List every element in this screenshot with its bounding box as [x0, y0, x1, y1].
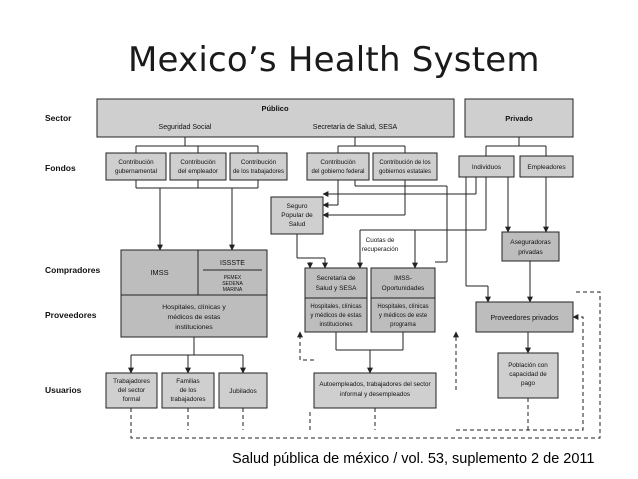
- issste-label: ISSSTE: [220, 260, 245, 267]
- contrib-trab-l1: Contribución: [241, 159, 277, 166]
- autoempleados-l2: informal y desempleados: [340, 391, 410, 398]
- source-caption: Salud pública de méxico / vol. 53, suple…: [232, 451, 595, 467]
- hosp-sec-l2: y médicos de estas: [310, 313, 361, 319]
- row-label-fondos: Fondos: [45, 163, 76, 173]
- hosp-op-l1: Hospitales, clínicas: [377, 304, 428, 310]
- contrib-trabajadores-box: Contribución de los trabajadores: [229, 152, 288, 181]
- empleadores-label: Empleadores: [527, 164, 566, 171]
- familias-l1: Familias: [176, 378, 199, 385]
- imss-op-l1: IMSS-: [394, 275, 412, 282]
- marina-label: MARINA: [223, 287, 243, 293]
- row-label-sector: Sector: [45, 113, 72, 123]
- empleadores-box: Empleadores: [519, 155, 574, 178]
- hospitales-seguridad-social-box: Hospitales, clínicas y médicos de estas …: [120, 294, 268, 338]
- aseguradoras-l1: Aseguradoras: [510, 239, 551, 246]
- seguridad-social-label: Seguridad Social: [159, 124, 212, 131]
- hosp-ss-l2: médicos de estas: [168, 314, 221, 321]
- hosp-sec-l1: Hospitales, clínicas: [310, 304, 361, 310]
- row-label-proveedores: Proveedores: [45, 310, 97, 320]
- seguro-popular-l3: Salud: [289, 221, 306, 228]
- poblacion-l2: capacidad de: [509, 371, 547, 378]
- familias-l2: de los: [180, 387, 197, 394]
- sedena-label: SEDENA: [222, 281, 243, 287]
- hosp-op-l3: programa: [390, 322, 416, 328]
- secretaria-sesa-l1: Secretaría de: [316, 275, 355, 282]
- aseguradoras-privadas-box: Aseguradoras privadas: [501, 231, 560, 262]
- poblacion-l1: Población con: [508, 362, 548, 369]
- jubilados-box: Jubilados: [218, 372, 268, 409]
- contrib-gub-l2: gubernamental: [115, 168, 157, 175]
- contrib-est-l2: gobiernos estatales: [379, 169, 431, 175]
- hosp-ss-l1: Hospitales, clínicas y: [162, 304, 226, 311]
- imss-box: IMSS: [120, 249, 199, 296]
- connector-lines: [128, 137, 601, 439]
- autoempleados-box: Autoempleados, trabajadores del sector i…: [313, 372, 437, 409]
- row-label-compradores: Compradores: [45, 265, 101, 275]
- publico-label: Público: [261, 104, 289, 113]
- slide-title: Mexico’s Health System: [128, 40, 540, 80]
- privado-box: Privado: [464, 98, 574, 138]
- hosp-sec-l3: instituciones: [319, 322, 352, 328]
- contrib-gobierno-federal-box: Contribución del gobierno federal: [306, 152, 370, 181]
- issste-box: ISSSTE PEMEX SEDENA MARINA: [197, 249, 268, 296]
- contrib-emp-l2: del empleador: [178, 168, 218, 175]
- seguro-popular-l1: Seguro: [287, 203, 308, 210]
- jubilados-label: Jubilados: [229, 388, 257, 395]
- proveedores-privados-box: Proveedores privados: [475, 301, 574, 333]
- individuos-label: Individuos: [472, 164, 502, 171]
- contrib-est-l1: Contribución de los: [379, 160, 430, 166]
- seguro-popular-box: Seguro Popular de Salud: [270, 196, 324, 235]
- pemex-label: PEMEX: [224, 275, 242, 281]
- trabajadores-formal-box: Trabajadores del sector formal: [105, 372, 158, 409]
- hosp-ss-l3: instituciones: [175, 324, 213, 331]
- poblacion-capacidad-pago-box: Población con capacidad de pago: [497, 352, 559, 399]
- seguro-popular-l2: Popular de: [281, 212, 313, 219]
- contrib-fed-l1: Contribución: [320, 159, 356, 166]
- trabajadores-l1: Trabajadores: [113, 378, 150, 385]
- contrib-emp-l1: Contribución: [180, 159, 216, 166]
- hospitales-oportunidades-box: Hospitales, clínicas y médicos de este p…: [370, 297, 436, 333]
- trabajadores-l2: del sector: [118, 387, 145, 394]
- familias-box: Familias de los trabajadores: [161, 372, 215, 409]
- individuos-box: Individuos: [458, 155, 515, 178]
- contrib-gobiernos-estatales-box: Contribución de los gobiernos estatales: [372, 152, 438, 181]
- cuotas-label-l2: recuperación: [362, 246, 399, 253]
- hosp-op-l2: y médicos de este: [379, 313, 428, 319]
- hospitales-secretaria-box: Hospitales, clínicas y médicos de estas …: [304, 297, 368, 333]
- privado-label: Privado: [505, 114, 533, 123]
- imss-label: IMSS: [150, 268, 168, 277]
- publico-box: Público Seguridad Social Secretaría de S…: [96, 98, 455, 138]
- poblacion-l3: pago: [521, 380, 536, 387]
- proveedores-privados-label: Proveedores privados: [490, 315, 559, 322]
- aseguradoras-l2: privadas: [518, 249, 543, 256]
- secretaria-sesa-box: Secretaría de Salud y SESA: [304, 267, 368, 299]
- autoempleados-l1: Autoempleados, trabajadores del sector: [319, 381, 430, 388]
- contrib-gubernamental-box: Contribución gubernamental: [105, 152, 167, 181]
- contrib-empleador-box: Contribución del empleador: [169, 152, 227, 181]
- secretaria-sesa-l2: Salud y SESA: [316, 285, 357, 292]
- contrib-fed-l2: del gobierno federal: [311, 169, 364, 175]
- row-label-usuarios: Usuarios: [45, 385, 82, 395]
- contrib-gub-l1: Contribución: [118, 159, 154, 166]
- trabajadores-l3: formal: [123, 396, 141, 403]
- cuotas-label-l1: Cuotas de: [366, 237, 395, 244]
- familias-l3: trabajadores: [170, 396, 205, 403]
- imss-oportunidades-box: IMSS- Oportunidades: [370, 267, 436, 299]
- secretaria-salud-label: Secretaría de Salud, SESA: [313, 124, 398, 131]
- imss-op-l2: Oportunidades: [382, 285, 425, 292]
- contrib-trab-l2: de los trabajadores: [233, 169, 284, 175]
